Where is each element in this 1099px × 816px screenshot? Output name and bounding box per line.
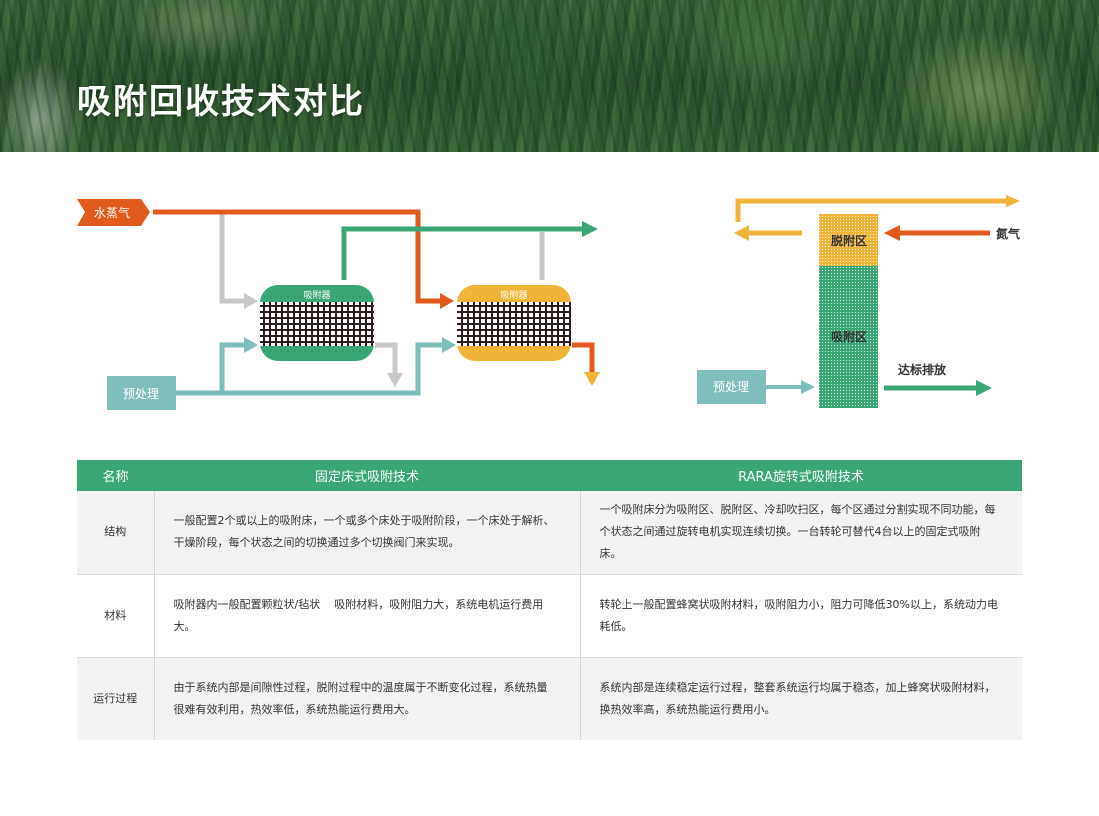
process-diagram: 水蒸气 预处理 吸附器 吸附器 脱附区 吸附区 氮气 [0,152,1099,452]
header-rara: RARA旋转式吸附技术 [580,460,1022,491]
adsorber-2: 吸附器 [457,285,571,361]
row-name: 材料 [77,574,154,658]
row-rara-text: 系统内部是连续稳定运行过程，整套系统运行均属于稳态，加上蜂窝状吸附材料，换热效率… [579,657,1022,740]
gray-flow-lines [219,214,545,375]
gray-arrowhead-2 [387,373,403,387]
discharge-arrowhead [976,380,992,396]
adsorber-1-label: 吸附器 [303,289,330,301]
adsorber-1: 吸附器 [260,285,374,361]
diagram-svg: 水蒸气 预处理 吸附器 吸附器 脱附区 吸附区 氮气 [77,195,1020,410]
adsorption-zone [819,266,878,408]
discharge-label: 达标排放 [898,362,947,377]
row-rara-text: 转轮上一般配置蜂窝状吸附材料，吸附阻力小，阻力可降低30%以上，系统动力电耗低。 [579,574,1022,658]
header-name: 名称 [77,460,154,491]
table-header-row: 名称 固定床式吸附技术 RARA旋转式吸附技术 [77,460,1022,491]
row-fixed-text: 由于系统内部是间隙性过程，脱附过程中的温度属于不断变化过程，系统热量很难有效利用… [153,657,580,740]
table-row: 运行过程 由于系统内部是间隙性过程，脱附过程中的温度属于不断变化过程，系统热量很… [77,657,1022,740]
orange-arrowhead-2 [584,372,600,386]
pretreat-right-arrowhead [801,380,815,394]
header-fixed-bed: 固定床式吸附技术 [154,460,580,491]
nitrogen-label: 氮气 [996,226,1020,241]
steam-flow-line [153,209,595,373]
forest-background [0,0,1099,152]
gray-arrowhead-1 [244,293,258,309]
pretreat-box-right [697,370,766,404]
table-row: 结构 一般配置2个或以上的吸附床，一个或多个床处于吸附阶段，一个床处于解析、干燥… [77,491,1022,575]
yellow-arrowhead-left [734,225,749,241]
row-name: 运行过程 [77,657,154,740]
adsorber-2-label: 吸附器 [500,289,527,301]
green-flow-line [341,226,582,280]
orange-arrowhead-1 [440,293,454,309]
pretreat-label-left: 预处理 [123,387,159,401]
header-banner: 吸附回收技术对比 [0,0,1099,152]
table-row: 材料 吸附器内一般配置颗粒状/毡状 吸附材料，吸附阻力大，系统电机运行费用大。 … [77,574,1022,658]
pretreat-label-right: 预处理 [713,380,749,394]
page-title: 吸附回收技术对比 [77,82,365,122]
pretreat-box-left [107,376,176,410]
teal-arrowhead-1 [244,337,258,353]
yellow-arrowhead-top [1006,195,1020,207]
yellow-loop-line [735,198,1008,222]
teal-arrowhead-2 [442,337,456,353]
teal-flow-lines [176,342,442,396]
row-fixed-text: 吸附器内一般配置颗粒状/毡状 吸附材料，吸附阻力大，系统电机运行费用大。 [153,574,580,658]
desorption-zone [819,214,878,266]
adsorption-zone-label: 吸附区 [831,329,867,344]
desorption-zone-label: 脱附区 [831,233,867,248]
row-name: 结构 [77,491,154,575]
green-arrowhead-1 [582,221,598,237]
comparison-table: 名称 固定床式吸附技术 RARA旋转式吸附技术 结构 一般配置2个或以上的吸附床… [77,460,1022,740]
steam-tag [77,199,150,226]
nitrogen-arrowhead [884,225,900,241]
steam-label: 水蒸气 [94,205,130,220]
row-rara-text: 一个吸附床分为吸附区、脱附区、冷却吹扫区，每个区通过分割实现不同功能，每个状态之… [579,491,1022,575]
row-fixed-text: 一般配置2个或以上的吸附床，一个或多个床处于吸附阶段，一个床处于解析、干燥阶段，… [153,491,580,575]
